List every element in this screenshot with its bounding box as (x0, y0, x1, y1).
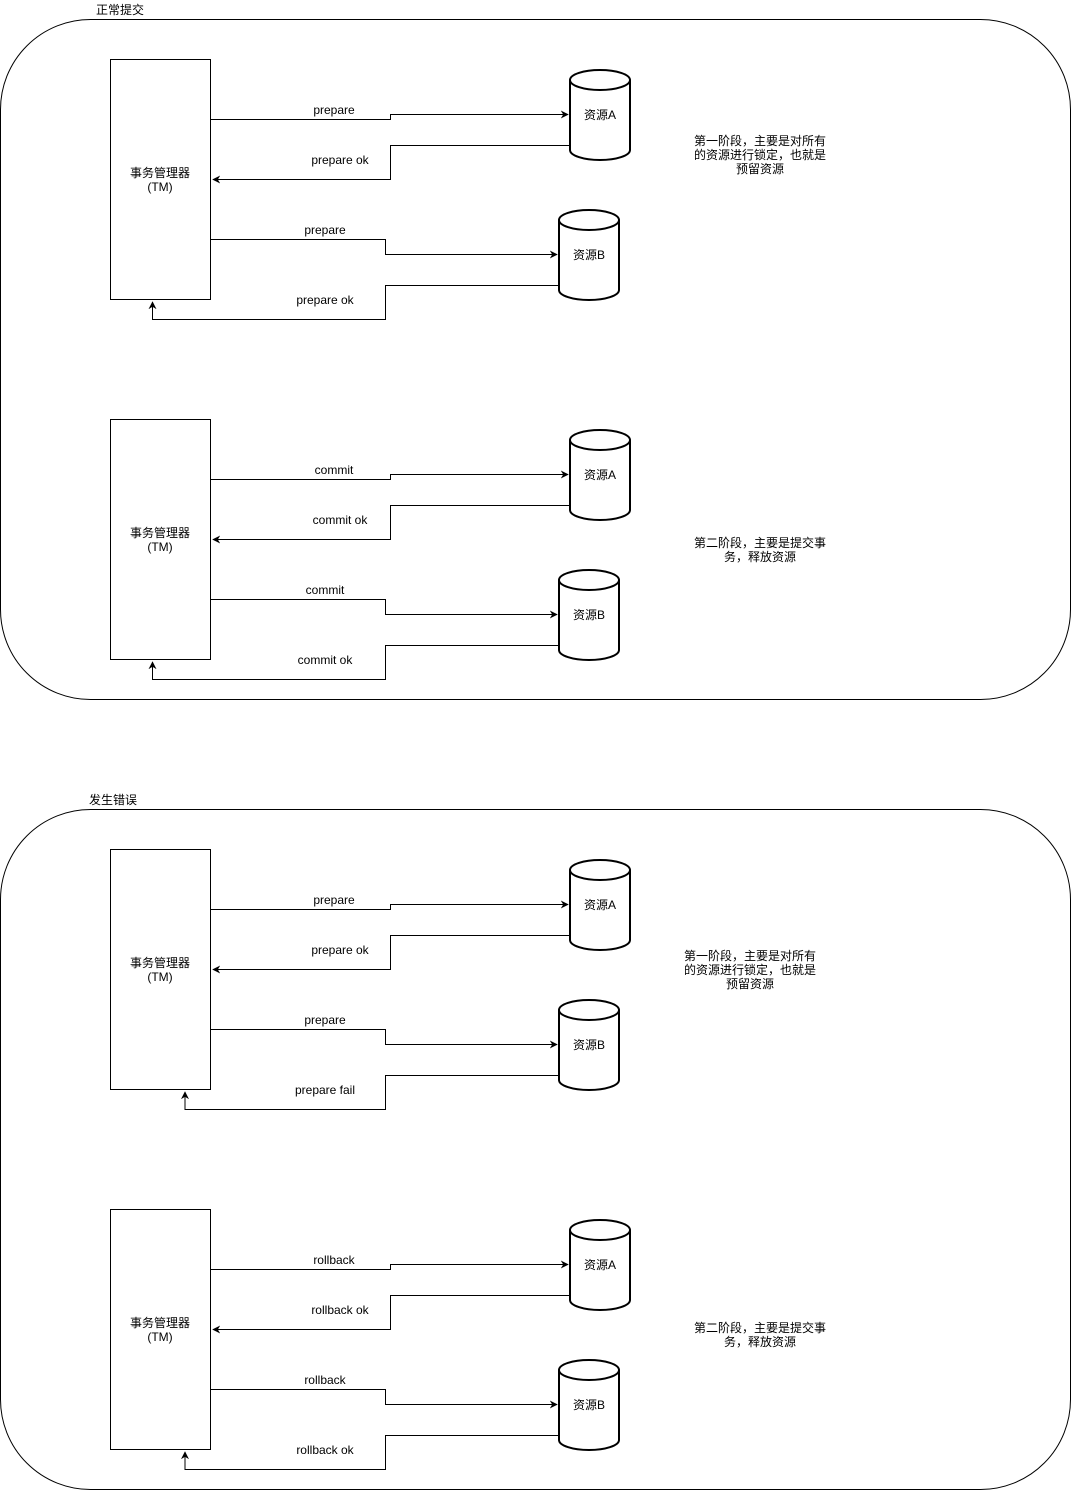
transaction-manager-sublabel: (TM) (147, 180, 172, 194)
resource-a-cylinder (568, 429, 631, 521)
arrow-label-from-resource-a: commit ok (313, 513, 369, 527)
resource-a-label: 资源A (584, 108, 616, 122)
resource-b-cylinder (557, 1359, 620, 1451)
arrow-label-from-resource-a: rollback ok (311, 1303, 369, 1317)
arrow-to-resource-b (211, 239, 558, 259)
transaction-manager-label: 事务管理器 (130, 165, 190, 180)
arrow-label-from-resource-b: prepare ok (296, 293, 354, 307)
transaction-manager-label: 事务管理器 (130, 1315, 190, 1330)
phase-2: 事务管理器(TM) 资源A 资源B rollback rollback ok rollba… (110, 1209, 826, 1470)
phase-note-line: 务，释放资源 (724, 1334, 796, 1349)
phase-note-line: 第二阶段，主要是提交事 (694, 1320, 826, 1335)
arrow-label-to-resource-b: prepare (304, 1013, 346, 1027)
transaction-manager-sublabel: (TM) (147, 970, 172, 984)
transaction-manager-box (110, 59, 211, 300)
transaction-manager-box (110, 419, 211, 660)
arrow-from-resource-b (148, 285, 559, 320)
resource-a-cylinder (568, 69, 631, 161)
resource-a-label: 资源A (584, 468, 616, 482)
resource-b-cylinder (557, 569, 620, 661)
resource-b-label: 资源B (573, 1038, 605, 1052)
arrow-label-to-resource-b: commit (306, 583, 345, 597)
phase-note-line: 务，释放资源 (724, 549, 796, 564)
arrow-label-from-resource-b: prepare fail (295, 1083, 355, 1097)
phase-1: 事务管理器(TM) 资源A 资源B prepare prepare ok prepare p… (110, 59, 826, 320)
transaction-manager-box (110, 1209, 211, 1450)
resource-b-cylinder (557, 209, 620, 301)
arrow-label-to-resource-a: prepare (313, 893, 355, 907)
arrow-to-resource-a (211, 470, 569, 480)
arrow-to-resource-b (211, 1029, 558, 1049)
phase-note-line: 第一阶段，主要是对所有 (684, 948, 816, 963)
arrow-from-resource-a (212, 1295, 570, 1334)
resource-b-label: 资源B (573, 248, 605, 262)
phase-1: 事务管理器(TM) 资源A 资源B prepare prepare ok prepare p… (110, 849, 816, 1110)
arrow-label-to-resource-a: prepare (313, 103, 355, 117)
arrow-label-from-resource-a: prepare ok (311, 153, 369, 167)
resource-a-label: 资源A (584, 898, 616, 912)
phase-note-line: 第一阶段，主要是对所有 (694, 133, 826, 148)
arrow-to-resource-b (211, 599, 558, 619)
resource-b-label: 资源B (573, 608, 605, 622)
phase-note-line: 预留资源 (726, 977, 774, 991)
resource-a-label: 资源A (584, 1258, 616, 1272)
transaction-manager-label: 事务管理器 (130, 955, 190, 970)
arrow-label-from-resource-b: commit ok (298, 653, 354, 667)
phase-note-line: 的资源进行锁定，也就是 (684, 962, 816, 977)
arrow-label-to-resource-a: commit (315, 463, 354, 477)
phase-note-line: 预留资源 (736, 162, 784, 176)
transaction-manager-box (110, 849, 211, 1090)
phase-note-line: 第二阶段，主要是提交事 (694, 535, 826, 550)
resource-a-cylinder (568, 1219, 631, 1311)
arrow-from-resource-a (212, 145, 570, 184)
phase-2: 事务管理器(TM) 资源A 资源B commit commit ok commit comm… (110, 419, 826, 680)
resource-b-label: 资源B (573, 1398, 605, 1412)
arrow-to-resource-a (211, 110, 569, 120)
arrow-to-resource-b (211, 1389, 558, 1409)
arrow-from-resource-b (181, 1075, 559, 1110)
arrow-from-resource-a (212, 935, 570, 974)
section-frame (0, 19, 1071, 700)
section-title: 正常提交 (96, 2, 144, 17)
arrow-from-resource-b (181, 1435, 559, 1470)
arrow-label-to-resource-b: rollback (304, 1373, 346, 1387)
transaction-manager-sublabel: (TM) (147, 540, 172, 554)
arrow-from-resource-a (212, 505, 570, 544)
arrow-to-resource-a (211, 900, 569, 910)
arrow-label-to-resource-a: rollback (313, 1253, 355, 1267)
arrow-label-from-resource-a: prepare ok (311, 943, 369, 957)
resource-b-cylinder (557, 999, 620, 1091)
arrow-to-resource-a (211, 1260, 569, 1270)
arrow-label-from-resource-b: rollback ok (296, 1443, 354, 1457)
transaction-manager-label: 事务管理器 (130, 525, 190, 540)
arrow-from-resource-b (148, 645, 559, 680)
resource-a-cylinder (568, 859, 631, 951)
phase-note-line: 的资源进行锁定，也就是 (694, 147, 826, 162)
transaction-manager-sublabel: (TM) (147, 1330, 172, 1344)
arrow-label-to-resource-b: prepare (304, 223, 346, 237)
section-title: 发生错误 (89, 792, 137, 807)
